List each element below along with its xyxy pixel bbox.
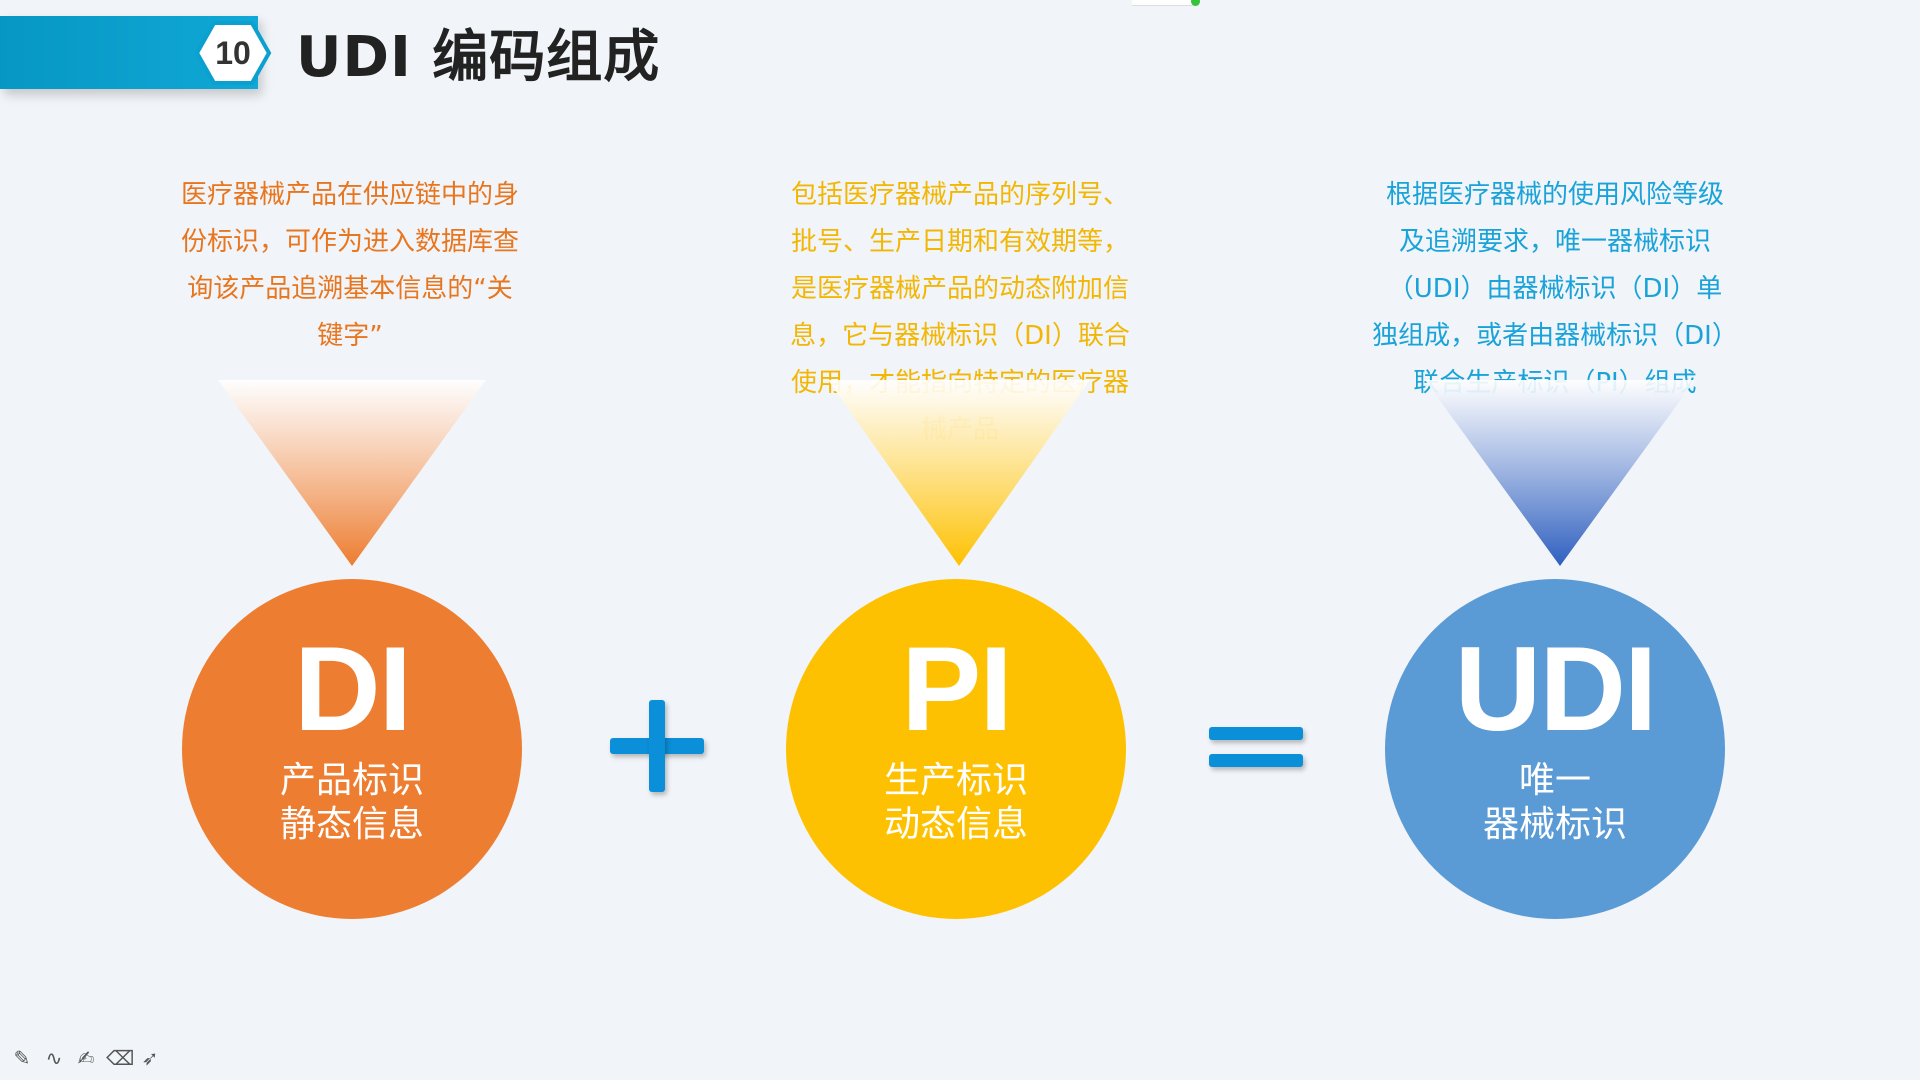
slide-number-badge: 10 bbox=[194, 20, 272, 86]
udi-circle: UDI 唯一 器械标识 bbox=[1385, 579, 1725, 919]
di-circle: DI 产品标识 静态信息 bbox=[182, 579, 522, 919]
pi-circle: PI 生产标识 动态信息 bbox=[786, 579, 1126, 919]
window-tab-indicator bbox=[1132, 0, 1200, 6]
udi-subtitle: 唯一 器械标识 bbox=[1482, 760, 1627, 845]
presentation-toolbar: ✎ ∿ ✍ ⌫ ➶ bbox=[10, 1046, 162, 1070]
di-description: 医疗器械产品在供应链中的身 份标识，可作为进入数据库查 询该产品追溯基本信息的“… bbox=[180, 180, 519, 351]
pi-funnel-triangle bbox=[828, 380, 1090, 566]
udi-code: UDI bbox=[1454, 622, 1658, 756]
hexagon-icon bbox=[194, 21, 272, 85]
slide-title: UDI 编码组成 bbox=[296, 25, 661, 90]
eraser-icon[interactable]: ⌫ bbox=[106, 1046, 135, 1070]
pen-icon[interactable]: ✎ bbox=[13, 1046, 31, 1070]
pi-code: PI bbox=[901, 622, 1012, 756]
udi-funnel-triangle bbox=[1425, 380, 1695, 566]
curve-icon[interactable]: ∿ bbox=[45, 1046, 63, 1070]
slide-number: 10 bbox=[215, 34, 251, 71]
equals-icon bbox=[1209, 727, 1303, 767]
di-code: DI bbox=[294, 622, 412, 756]
di-funnel-triangle bbox=[218, 380, 486, 566]
pointer-icon[interactable]: ➶ bbox=[141, 1046, 159, 1070]
highlighter-icon[interactable]: ✍ bbox=[77, 1046, 95, 1070]
di-subtitle: 产品标识 静态信息 bbox=[279, 760, 424, 845]
status-dot bbox=[1191, 0, 1200, 6]
pi-subtitle: 生产标识 动态信息 bbox=[883, 760, 1028, 845]
udi-description: 根据医疗器械的使用风险等级 及追溯要求，唯一器械标识 （UDI）由器械标识（DI… bbox=[1372, 180, 1738, 398]
plus-icon bbox=[610, 700, 704, 792]
